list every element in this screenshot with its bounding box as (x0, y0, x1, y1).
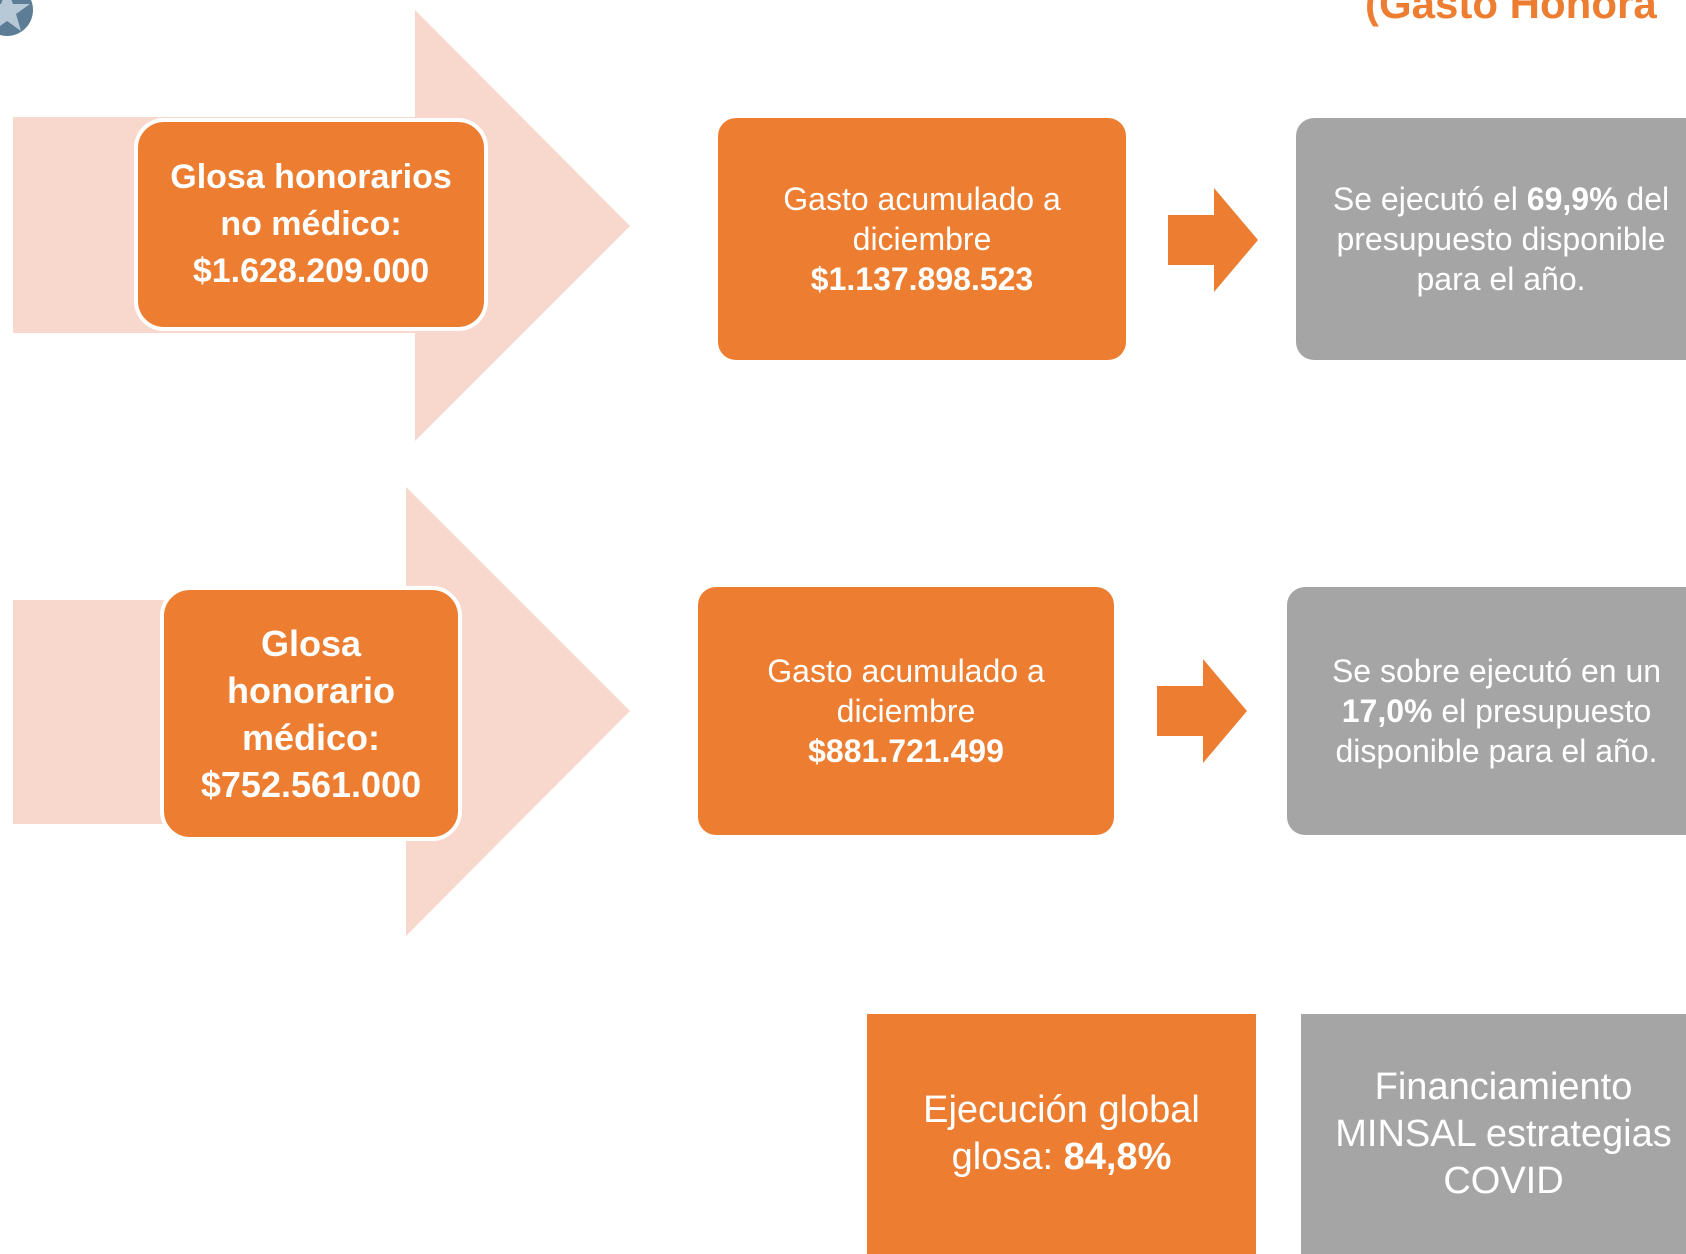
gasto-amount: $1.137.898.523 (810, 261, 1034, 297)
resultado-post: el presupuesto (1432, 693, 1652, 729)
logo-icon (0, 0, 33, 36)
glosa-amount: $1.628.209.000 (192, 252, 430, 290)
resultado-line2: presupuesto disponible (1336, 221, 1666, 257)
financiamiento-line1: Financiamiento (1374, 1065, 1633, 1108)
glosa-label-line2: honorario (227, 669, 395, 711)
ejecucion-line1: Ejecución global (923, 1089, 1200, 1131)
resultado-percent: 17,0% (1341, 693, 1433, 729)
resultado-line3: disponible para el año. (1335, 733, 1658, 769)
resultado-line1: Se sobre ejecutó en un (1331, 653, 1662, 689)
resultado-line1: Se ejecutó el 69,9% del (1333, 179, 1669, 219)
resultado-line3: para el año. (1416, 261, 1586, 297)
page-title: (Gasto Honora (1365, 0, 1657, 27)
gasto-label-line1: Gasto acumulado a (767, 653, 1045, 689)
resultado-line2: 17,0% el presupuesto (1342, 691, 1652, 731)
ejecucion-global-box: Ejecución global glosa: 84,8% (867, 1014, 1256, 1254)
gasto-acumulado-box-1: Gasto acumulado a diciembre $1.137.898.5… (718, 118, 1126, 360)
gasto-amount: $881.721.499 (808, 733, 1004, 769)
glosa-amount: $752.561.000 (200, 763, 422, 805)
ejecucion-percent: 84,8% (1063, 1136, 1172, 1178)
right-arrow-icon (1157, 659, 1247, 763)
gasto-label-line2: diciembre (836, 693, 976, 729)
ejecucion-line2: glosa: 84,8% (952, 1134, 1172, 1181)
resultado-percent: 69,9% (1526, 181, 1618, 217)
right-arrow-icon (1168, 188, 1258, 292)
gasto-label-line1: Gasto acumulado a (783, 181, 1061, 217)
glosa-label-line2: no médico: (220, 205, 402, 243)
glosa-label-line1: Glosa honorarios (170, 158, 452, 196)
glosa-honorario-medico-box: Glosa honorario médico: $752.561.000 (160, 586, 462, 841)
financiamiento-box: Financiamiento MINSAL estrategias COVID (1301, 1014, 1686, 1254)
financiamiento-line3: COVID (1443, 1159, 1564, 1202)
ejecucion-pre: glosa: (951, 1136, 1064, 1178)
resultado-box-1: Se ejecutó el 69,9% del presupuesto disp… (1296, 118, 1686, 360)
glosa-honorarios-no-medico-box: Glosa honorarios no médico: $1.628.209.0… (134, 118, 488, 331)
resultado-box-2: Se sobre ejecutó en un 17,0% el presupue… (1287, 587, 1686, 835)
glosa-label-line1: Glosa (260, 622, 362, 664)
resultado-pre: Se ejecutó el (1332, 181, 1527, 217)
glosa-label-line3: médico: (241, 716, 381, 758)
gasto-acumulado-box-2: Gasto acumulado a diciembre $881.721.499 (698, 587, 1114, 835)
gasto-label-line2: diciembre (852, 221, 992, 257)
financiamiento-line2: MINSAL estrategias (1335, 1112, 1672, 1155)
resultado-post: del (1617, 181, 1670, 217)
